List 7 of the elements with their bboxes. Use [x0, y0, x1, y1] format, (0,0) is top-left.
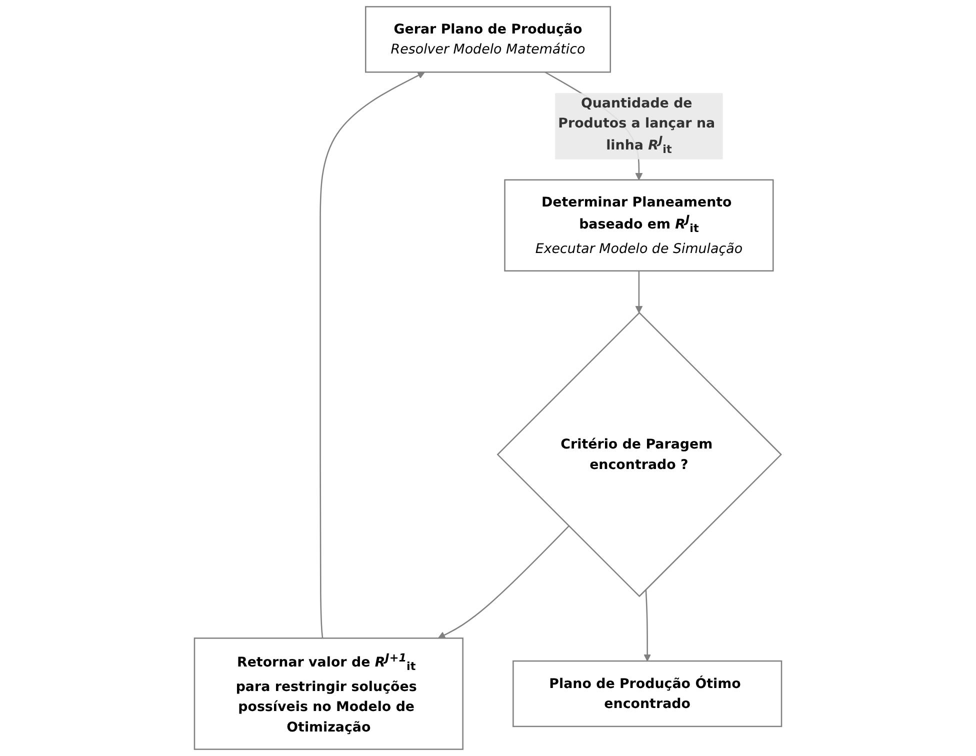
arrow — [438, 526, 570, 638]
arrow — [635, 270, 643, 314]
arrow — [320, 72, 425, 638]
arrow — [644, 589, 652, 662]
node-box: Plano de Produção Ótimo encontrado — [512, 660, 782, 728]
node-diamond: Critério de Paragem encontrado ? — [496, 312, 782, 598]
node-box: Gerar Plano de Produção Resolver Modelo Matemático — [365, 6, 611, 73]
